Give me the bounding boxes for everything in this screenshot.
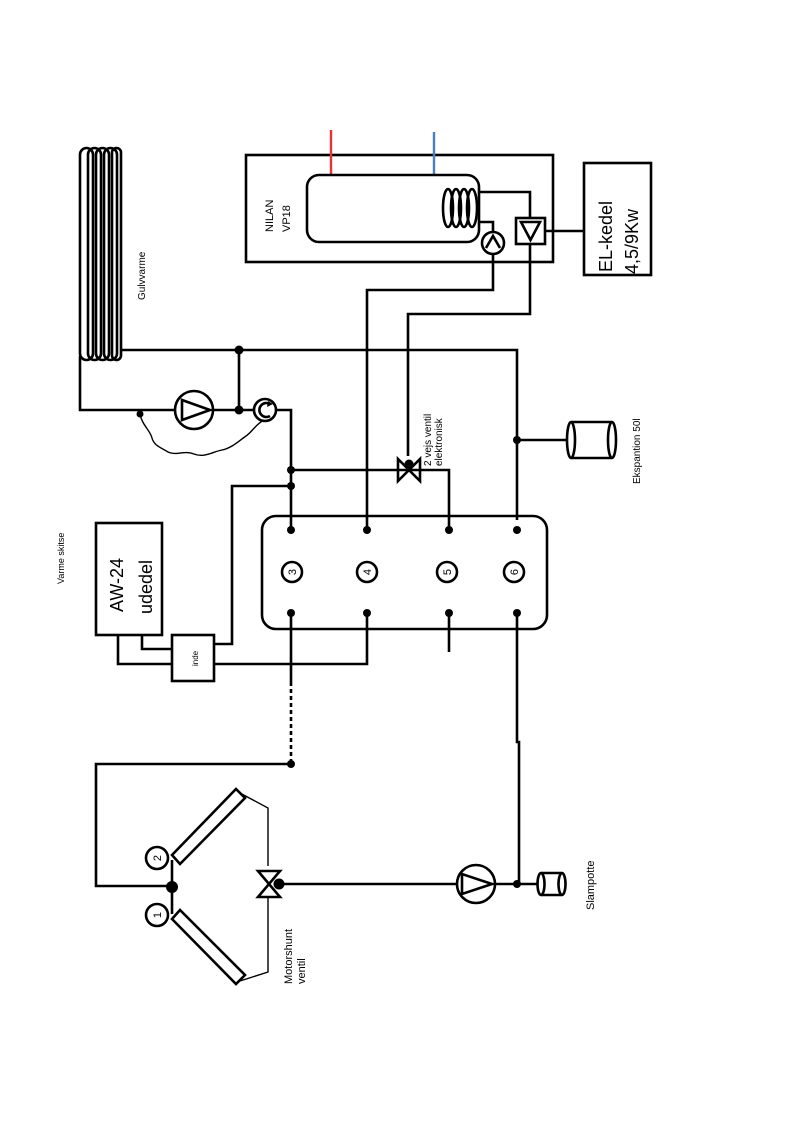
motor-shunt-valve — [255, 869, 285, 899]
port-dot — [513, 526, 521, 534]
nilan-label: NILAN — [264, 200, 276, 232]
dirt-pot — [536, 871, 567, 897]
nilan-circulation-pump — [480, 230, 506, 256]
indoor-unit — [170, 633, 216, 683]
svg-text:5: 5 — [442, 569, 454, 575]
dirt-pot-label: Slampotte — [585, 860, 597, 910]
port-dot — [445, 526, 453, 534]
junction-dot — [234, 405, 244, 415]
two-way-electronic-valve — [396, 455, 422, 485]
two-way-valve-label: 2 vejs ventil — [423, 414, 434, 466]
svg-text:2: 2 — [152, 855, 164, 861]
vp18-label: VP18 — [281, 205, 293, 232]
expansion-tank — [565, 420, 618, 460]
aw24-outdoor-unit — [94, 521, 164, 637]
junction-dot — [513, 880, 521, 888]
svg-text:1: 1 — [152, 912, 164, 918]
floor-heating-piping — [78, 348, 519, 530]
svg-text:4: 4 — [362, 569, 374, 575]
tank-port-5: 5 — [435, 560, 459, 584]
udedel-label: udedel — [136, 560, 156, 614]
tank-port-6: 6 — [502, 560, 526, 584]
buffer-tank — [260, 514, 549, 631]
nilan-vp18-box — [244, 153, 555, 264]
nilan-tank — [305, 173, 481, 244]
indoor-unit-label: inde — [191, 650, 200, 666]
port-dot — [363, 526, 371, 534]
aw24-label: AW-24 — [107, 558, 127, 612]
tank-port-4: 4 — [355, 560, 379, 584]
floor-heating-pump — [173, 389, 215, 431]
solar-panel-label-2: 2 — [144, 845, 170, 871]
tank-port-3: 3 — [280, 560, 304, 584]
control-wire — [139, 413, 265, 457]
nilan-heating-coil — [441, 187, 479, 229]
two-way-valve-label-2: elektronisk — [434, 417, 445, 466]
junction-dot — [234, 345, 244, 355]
mixing-valve — [252, 397, 278, 423]
floor-heating-label: Gulvvarme — [137, 251, 148, 300]
solar-panel-label-1: 1 — [144, 902, 170, 928]
nilan-supply-pipe — [406, 244, 532, 456]
diagram-title: Varme skitse — [56, 533, 66, 584]
junction-dot — [166, 881, 178, 893]
el-boiler-power: 4,5/9Kw — [622, 208, 642, 274]
nilan-return-pipe — [365, 254, 495, 530]
junction-dot — [513, 436, 521, 444]
port-dot — [287, 526, 295, 534]
svg-text:3: 3 — [287, 569, 299, 575]
motor-shunt-label-2: ventil — [296, 958, 308, 984]
el-boiler-label: EL-kedel — [596, 201, 616, 272]
el-boiler-box — [582, 161, 653, 277]
solar-circulation-pump — [455, 863, 497, 905]
motor-shunt-label: Motorshunt — [283, 929, 295, 984]
junction-dot — [287, 466, 295, 474]
svg-text:6: 6 — [509, 569, 521, 575]
floor-heating-coil — [78, 146, 123, 362]
expansion-tank-label: Ekspantion 50l — [632, 418, 643, 484]
nilan-check-valve — [514, 216, 547, 246]
solar-panel-2 — [170, 787, 247, 866]
solar-panel-1 — [170, 908, 247, 986]
